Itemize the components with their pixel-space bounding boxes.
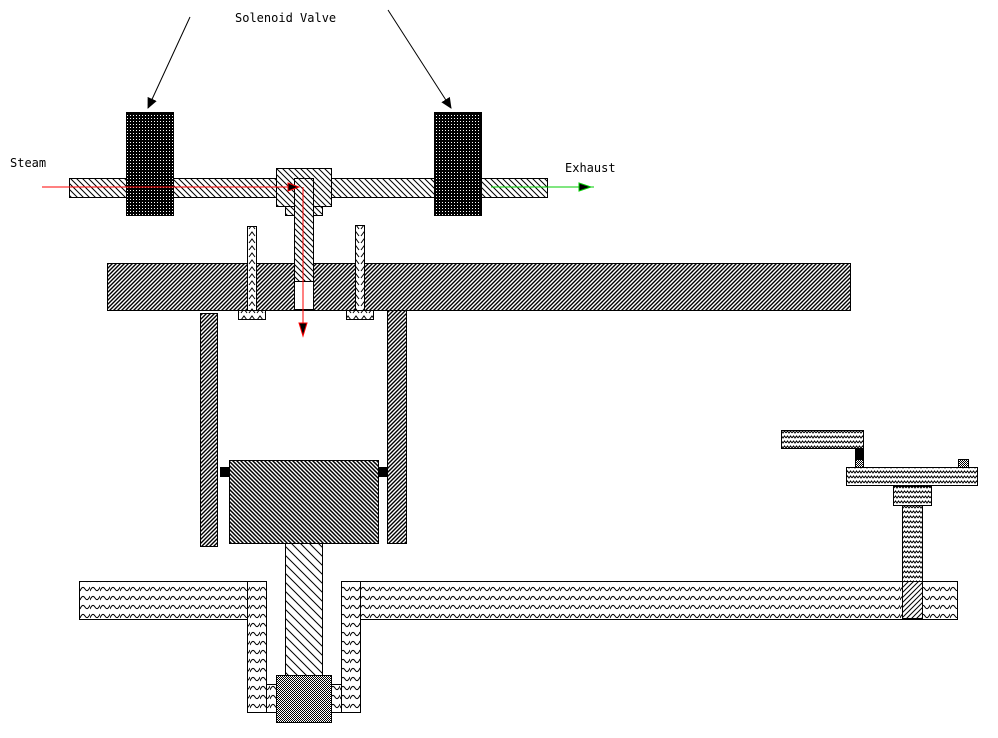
- solenoid-valve-right: [434, 112, 482, 216]
- solenoid-valve-left: [126, 112, 174, 216]
- exhaust-flow-arrowhead: [578, 182, 593, 192]
- exhaust-label: Exhaust: [565, 161, 616, 175]
- column-base: [902, 581, 923, 619]
- solenoid-valve-label: Solenoid Valve: [235, 11, 336, 25]
- valve-stem-left: [247, 226, 257, 311]
- pointer-arrow-left: [147, 16, 191, 109]
- crosshead-guide-right: [341, 581, 361, 713]
- platform-hub: [893, 486, 932, 506]
- base-frame-right: [342, 581, 958, 620]
- piston-rod: [285, 543, 323, 676]
- support-column: [902, 505, 923, 582]
- cylinder-wall-left: [200, 313, 218, 547]
- inlet-port: [294, 281, 314, 311]
- lever-arm: [781, 430, 864, 449]
- crosshead-guide-left: [247, 581, 267, 713]
- steam-flow-arrowhead: [287, 182, 301, 192]
- valve-stem-right: [355, 225, 365, 311]
- steam-flow-down-arrowhead: [298, 322, 308, 338]
- crosshead: [276, 675, 332, 723]
- cylinder-head: [107, 263, 851, 311]
- cylinder-wall-right: [387, 310, 407, 544]
- lever-link: [855, 449, 864, 459]
- piston-ring-right: [378, 467, 388, 477]
- rocker-platform: [846, 467, 978, 486]
- valve-spool: [294, 178, 314, 282]
- piston-ring-left: [220, 467, 230, 477]
- base-frame-left: [79, 581, 248, 620]
- lever-pivot: [855, 459, 864, 468]
- pointer-arrow-right: [387, 9, 452, 109]
- platform-stop: [958, 459, 969, 468]
- steam-label: Steam: [10, 156, 46, 170]
- piston: [229, 460, 379, 544]
- valve-foot-right: [346, 310, 374, 320]
- valve-foot-left: [238, 310, 266, 320]
